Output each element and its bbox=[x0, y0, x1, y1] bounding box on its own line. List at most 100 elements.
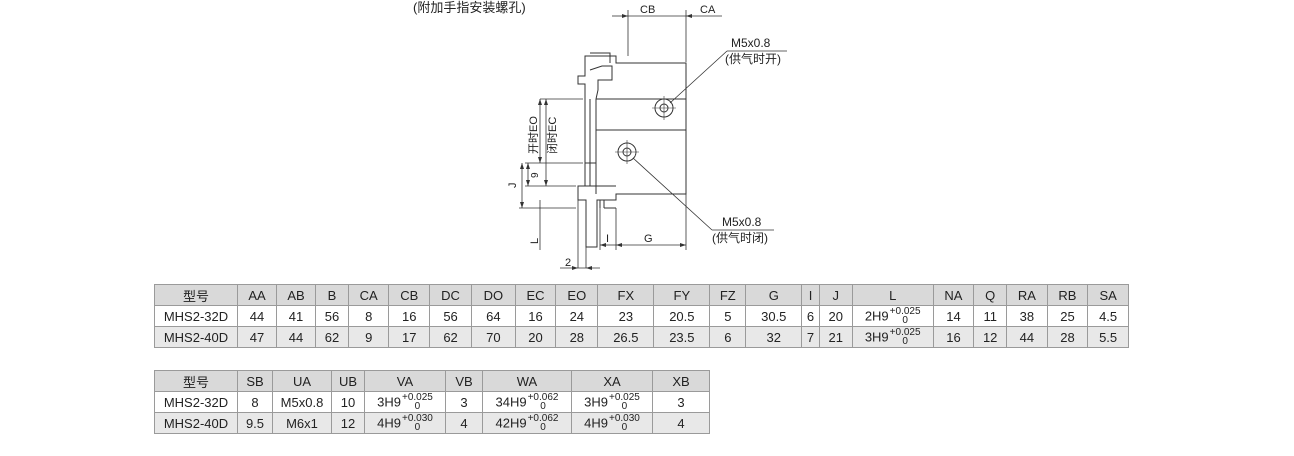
model-cell: MHS2-32D bbox=[154, 391, 238, 413]
table-cell: 23.5 bbox=[653, 326, 711, 348]
column-header: CA bbox=[347, 284, 390, 306]
column-header: FY bbox=[653, 284, 711, 306]
port-close-note: (供气时闭) bbox=[712, 230, 768, 245]
table-cell: 17 bbox=[388, 326, 431, 348]
table-cell: 11 bbox=[973, 305, 1008, 327]
column-header: Q bbox=[973, 284, 1008, 306]
technical-drawing: (附加手指安装螺孔) M5x0.8 (供气时开) M5x0.8 (供气时 bbox=[413, 0, 787, 270]
column-header: XA bbox=[571, 370, 653, 392]
column-header: I bbox=[801, 284, 820, 306]
column-header: WA bbox=[482, 370, 572, 392]
drawing-caption: (附加手指安装螺孔) bbox=[413, 0, 526, 15]
column-header: VB bbox=[445, 370, 483, 392]
table-cell: 24 bbox=[555, 305, 599, 327]
table-cell: M6x1 bbox=[272, 412, 332, 434]
table-cell: 44 bbox=[236, 305, 278, 327]
table-cell: 44 bbox=[276, 326, 317, 348]
table-cell: 5.5 bbox=[1087, 326, 1129, 348]
table-cell: 47 bbox=[236, 326, 278, 348]
table-cell: 20 bbox=[514, 326, 557, 348]
table-cell: 8 bbox=[237, 391, 273, 413]
table-cell: M5x0.8 bbox=[272, 391, 332, 413]
tolerance-upper: +0.062 bbox=[527, 392, 559, 403]
table-cell: 23 bbox=[597, 305, 655, 327]
table-cell: 7 bbox=[801, 326, 820, 348]
tolerance-lower: 0 bbox=[902, 336, 908, 347]
table-cell: 30.5 bbox=[745, 305, 803, 327]
column-header: RA bbox=[1006, 284, 1048, 306]
column-header: SA bbox=[1087, 284, 1129, 306]
table-cell: 9.5 bbox=[237, 412, 273, 434]
port-open-icon bbox=[652, 96, 676, 120]
column-header: EO bbox=[555, 284, 599, 306]
table-cell: 38 bbox=[1006, 305, 1048, 327]
table-cell: 44 bbox=[1006, 326, 1048, 348]
table-cell: 41 bbox=[276, 305, 317, 327]
table-cell: 5 bbox=[709, 305, 747, 327]
tolerance-upper: +0.025 bbox=[889, 306, 921, 317]
table-cell: 62 bbox=[315, 326, 349, 348]
tolerance-base: 4H9 bbox=[584, 415, 608, 431]
tolerance-base: 3H9 bbox=[864, 329, 889, 345]
table-cell: 4.5 bbox=[1087, 305, 1129, 327]
dimensions-table-2: 型号 SB UA UB VA VB WA XA XB MHS2-32D 8 M5… bbox=[154, 370, 710, 434]
tolerance-lower: 0 bbox=[621, 401, 628, 412]
table-cell: 4 bbox=[652, 412, 710, 434]
table-cell: 20 bbox=[818, 305, 853, 327]
tolerance-lower: 0 bbox=[902, 315, 908, 326]
model-cell: MHS2-40D bbox=[154, 412, 238, 434]
table-cell: 10 bbox=[331, 391, 365, 413]
tolerance-base: 34H9 bbox=[495, 394, 527, 410]
table-cell: 70 bbox=[471, 326, 516, 348]
column-header: FZ bbox=[709, 284, 747, 306]
column-header: B bbox=[315, 284, 349, 306]
tolerance-lower: 0 bbox=[621, 422, 628, 433]
dimension-arrows bbox=[520, 14, 692, 270]
dimensions-table-1: 型号 AA AB B CA CB DC DO EC EO FX FY FZ G … bbox=[154, 284, 1129, 348]
table-cell: 28 bbox=[1046, 326, 1089, 348]
table-header-row: 型号 SB UA UB VA VB WA XA XB bbox=[154, 370, 710, 392]
tolerance-base: 2H9 bbox=[864, 308, 889, 324]
tolerance-lower: 0 bbox=[414, 401, 421, 412]
leader-lines bbox=[632, 50, 787, 231]
dim-i: I bbox=[606, 233, 609, 245]
column-header: G bbox=[745, 284, 803, 306]
column-header: J bbox=[818, 284, 853, 306]
port-open-size: M5x0.8 bbox=[731, 36, 771, 50]
table-cell: 16 bbox=[514, 305, 557, 327]
dim-j: J bbox=[507, 183, 519, 189]
model-cell: MHS2-32D bbox=[154, 305, 238, 327]
table-cell: 16 bbox=[932, 326, 975, 348]
column-header: 型号 bbox=[154, 284, 238, 306]
table-cell: 64 bbox=[471, 305, 516, 327]
column-header: XB bbox=[652, 370, 710, 392]
tolerance-upper: +0.025 bbox=[401, 392, 433, 403]
table-row: MHS2-32D 44 41 56 8 16 56 64 16 24 23 20… bbox=[154, 305, 1129, 327]
dim-l: L bbox=[529, 238, 541, 244]
table-cell: 3 bbox=[652, 391, 710, 413]
table-cell: 28 bbox=[555, 326, 599, 348]
table-cell: 26.5 bbox=[597, 326, 655, 348]
column-header: 型号 bbox=[154, 370, 238, 392]
dim-ec: 闭时EC bbox=[546, 117, 559, 154]
table-cell: 9 bbox=[347, 326, 390, 348]
column-header: AB bbox=[276, 284, 317, 306]
dim-ca: CA bbox=[700, 4, 716, 16]
port-open-note: (供气时开) bbox=[725, 51, 781, 66]
tolerance-lower: 0 bbox=[414, 422, 421, 433]
tolerance-upper: +0.030 bbox=[608, 413, 640, 424]
table-cell: 8 bbox=[347, 305, 390, 327]
table-cell: 3 bbox=[445, 391, 483, 413]
column-header: NA bbox=[932, 284, 975, 306]
tolerance-upper: +0.030 bbox=[401, 413, 433, 424]
dim-nine: 9 bbox=[530, 172, 541, 178]
dim-g: G bbox=[644, 233, 653, 245]
